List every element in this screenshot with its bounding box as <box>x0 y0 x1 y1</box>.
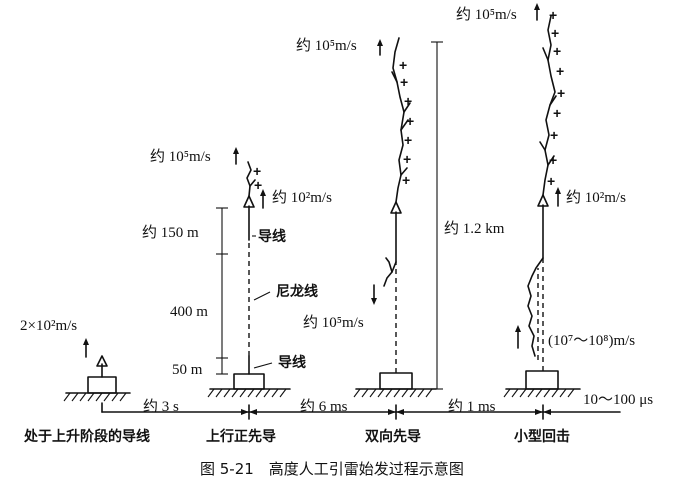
wire-top-label: 导线 <box>258 228 286 245</box>
return-speed-label: (10⁷～10⁸)m/s <box>548 333 635 349</box>
figure-caption: 图 5-21 高度人工引雷始发过程示意图 <box>200 460 464 478</box>
plus-charge-icon: + <box>406 113 414 129</box>
arrow-down-icon <box>371 284 377 305</box>
stage3-label: 双向先导 <box>365 428 421 445</box>
timeline: 约 3 s 约 6 ms 约 1 ms 10～100 μs <box>101 392 653 420</box>
rocket-head <box>537 194 549 207</box>
leader-branch <box>385 257 393 273</box>
wire-bottom-label: 导线 <box>278 354 306 371</box>
stage4-label: 小型回击 <box>514 428 570 445</box>
height-50-label: 50 m <box>172 362 203 378</box>
leader-speed-label: 约 10⁵m/s <box>150 148 211 165</box>
nylon-label: 尼龙线 <box>276 283 318 300</box>
arrow-left-icon <box>249 409 257 415</box>
stage2-group: + + 约 10⁵m/s 约 10²m/s 约 150 m 400 m 50 m… <box>142 147 332 398</box>
plus-charge-icon: + <box>253 163 261 179</box>
arrow-up-icon <box>534 3 540 21</box>
arrow-right-icon <box>388 409 396 415</box>
arrow-up-icon <box>83 338 89 358</box>
stage4-group: (10⁷～10⁸)m/s + + + + + + + + + 约 10⁵m/s <box>456 3 635 398</box>
launcher-box <box>87 376 117 394</box>
pointer <box>253 362 273 369</box>
arrow-right-icon <box>535 409 543 415</box>
rocket-head <box>390 201 402 214</box>
plus-charge-icon: + <box>399 57 407 73</box>
leader-branch <box>391 71 398 83</box>
ground-hatch <box>63 392 127 402</box>
plus-charge-icon: + <box>551 25 559 41</box>
arrow-right-icon <box>241 409 249 415</box>
positive-leader <box>392 37 405 203</box>
downward-leader <box>383 261 397 287</box>
timeline-t1: 约 3 s <box>143 398 179 415</box>
arrow-up-icon <box>377 39 383 56</box>
launcher-box <box>233 373 265 390</box>
height-400-label: 400 m <box>170 304 208 320</box>
timeline-t3: 约 1 ms <box>448 398 496 415</box>
leader-branch <box>549 95 557 106</box>
return-stroke-channel <box>527 257 544 357</box>
rocket-head <box>96 355 108 367</box>
stage2-label: 上行正先导 <box>206 428 276 445</box>
leader-branch <box>249 179 256 187</box>
arrow-left-icon <box>396 409 404 415</box>
wire-speed-label: 约 10²m/s <box>566 189 626 206</box>
plus-charge-icon: + <box>553 43 561 59</box>
rocket-head <box>243 195 255 208</box>
arrow-up-icon <box>233 147 239 165</box>
plus-charge-icon: + <box>556 63 564 79</box>
leader-branch <box>400 119 409 131</box>
plus-charge-icon: + <box>254 177 262 193</box>
plus-charge-icon: + <box>404 132 412 148</box>
leader-branch <box>542 47 549 61</box>
stage1-group: 2×10²m/s <box>20 318 131 402</box>
launcher-box <box>379 372 413 390</box>
leader-branch <box>400 167 408 176</box>
plus-charge-icon: + <box>402 172 410 188</box>
arrow-up-icon <box>260 189 266 209</box>
stage3-group: + + + + + + + 约 10⁵m/s 约 10⁵m/s 约 1.2 km <box>296 37 505 398</box>
timeline-t4: 10～100 μs <box>583 392 653 408</box>
leader-branch <box>539 141 546 151</box>
pointer <box>253 291 271 301</box>
plus-charge-icon: + <box>400 74 408 90</box>
plus-charge-icon: + <box>550 127 558 143</box>
plus-charge-icons: + + + + + + + <box>399 57 414 188</box>
plus-charge-icon: + <box>547 173 555 189</box>
plus-charge-icon: + <box>549 152 557 168</box>
wire-speed-label: 约 10²m/s <box>272 189 332 206</box>
stage1-label: 处于上升阶段的导线 <box>23 428 150 445</box>
height-150-label: 约 150 m <box>142 224 199 241</box>
ground-hatch <box>503 388 575 398</box>
rocket-speed-label: 2×10²m/s <box>20 318 77 334</box>
arrow-left-icon <box>543 409 551 415</box>
launcher-box <box>525 370 559 390</box>
arrow-up-icon <box>555 187 561 207</box>
timeline-t2: 约 6 ms <box>300 398 348 415</box>
plus-charge-icon: + <box>557 85 565 101</box>
plus-charge-icon: + <box>553 105 561 121</box>
plus-charge-icon: + <box>404 93 412 109</box>
positive-leader <box>246 161 252 197</box>
plus-charge-icon: + <box>403 151 411 167</box>
leader-branch <box>547 155 555 166</box>
leader-speed-label: 约 10⁵m/s <box>296 37 357 54</box>
downward-speed-label: 约 10⁵m/s <box>303 314 364 331</box>
plus-charge-icons: + + + + + + + + + <box>547 7 565 189</box>
ground-hatch <box>207 388 287 398</box>
plus-charge-icon: + <box>549 7 557 23</box>
leader-speed-label: 约 10⁵m/s <box>456 6 517 23</box>
height-1-2km-label: 约 1.2 km <box>444 220 505 237</box>
leader-branch <box>403 102 411 113</box>
arrow-up-icon <box>515 325 521 349</box>
ground-hatch <box>353 388 433 398</box>
